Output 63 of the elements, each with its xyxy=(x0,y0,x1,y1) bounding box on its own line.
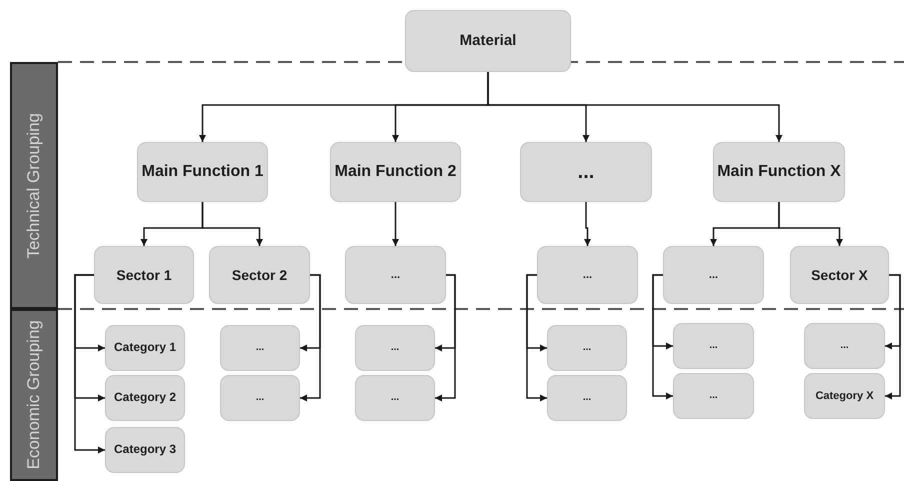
function-box xyxy=(520,142,652,202)
function-box xyxy=(137,142,268,202)
node-label: ... xyxy=(709,340,718,352)
category-box xyxy=(105,427,185,473)
node-label: Sector X xyxy=(811,266,868,284)
node-label: Main Function 1 xyxy=(142,162,264,182)
band-label: Technical Grouping xyxy=(24,112,44,258)
node-label: ... xyxy=(256,342,264,354)
node-label: Category 2 xyxy=(114,391,176,405)
category-box xyxy=(673,323,754,369)
sector-box xyxy=(209,246,310,304)
arrow xyxy=(392,202,399,246)
node-label: ... xyxy=(390,268,400,282)
root-box xyxy=(405,10,571,72)
arrow xyxy=(487,72,782,142)
category-box xyxy=(355,375,435,421)
node-label: Category 1 xyxy=(114,341,176,355)
sector-box xyxy=(537,246,638,304)
category-box xyxy=(804,323,885,369)
node-label: ... xyxy=(256,392,264,404)
node-label: ... xyxy=(582,268,592,282)
band-label: Economic Grouping xyxy=(24,320,44,470)
function-box xyxy=(713,142,845,202)
node-label: Category 3 xyxy=(114,443,176,457)
sector-box xyxy=(345,246,446,304)
arrow xyxy=(584,202,591,246)
arrow xyxy=(885,274,901,400)
category-box xyxy=(804,373,885,419)
arrow xyxy=(435,274,456,402)
sector-box xyxy=(663,246,764,304)
node-label: Material xyxy=(460,32,516,50)
arrow xyxy=(202,202,263,246)
arrow xyxy=(300,274,321,402)
node-label: ... xyxy=(709,390,718,402)
node-label: Sector 1 xyxy=(116,266,172,284)
category-box xyxy=(547,325,627,371)
arrow xyxy=(778,202,843,246)
category-box xyxy=(673,373,754,419)
category-box xyxy=(220,325,300,371)
node-label: ... xyxy=(582,392,592,404)
node-label: ... xyxy=(582,342,592,354)
arrow xyxy=(74,274,105,454)
node-label: ... xyxy=(708,268,718,282)
category-box xyxy=(220,375,300,421)
node-label: Category X xyxy=(815,390,874,402)
arrow xyxy=(652,274,673,400)
category-box xyxy=(355,325,435,371)
node-label: ... xyxy=(578,160,594,184)
category-box xyxy=(105,375,185,421)
sector-box xyxy=(790,246,889,304)
node-label: Main Function X xyxy=(717,162,841,182)
node-label: Main Function 2 xyxy=(334,162,456,182)
arrow xyxy=(526,274,547,402)
sector-box xyxy=(94,246,194,304)
function-box xyxy=(330,142,461,202)
category-box xyxy=(547,375,627,421)
node-label: Sector 2 xyxy=(232,266,288,284)
grouping-band xyxy=(10,62,58,309)
category-box xyxy=(105,325,185,371)
node-label: ... xyxy=(390,392,400,404)
node-label: ... xyxy=(840,340,849,352)
grouping-band xyxy=(10,309,58,481)
node-label: ... xyxy=(390,342,400,354)
